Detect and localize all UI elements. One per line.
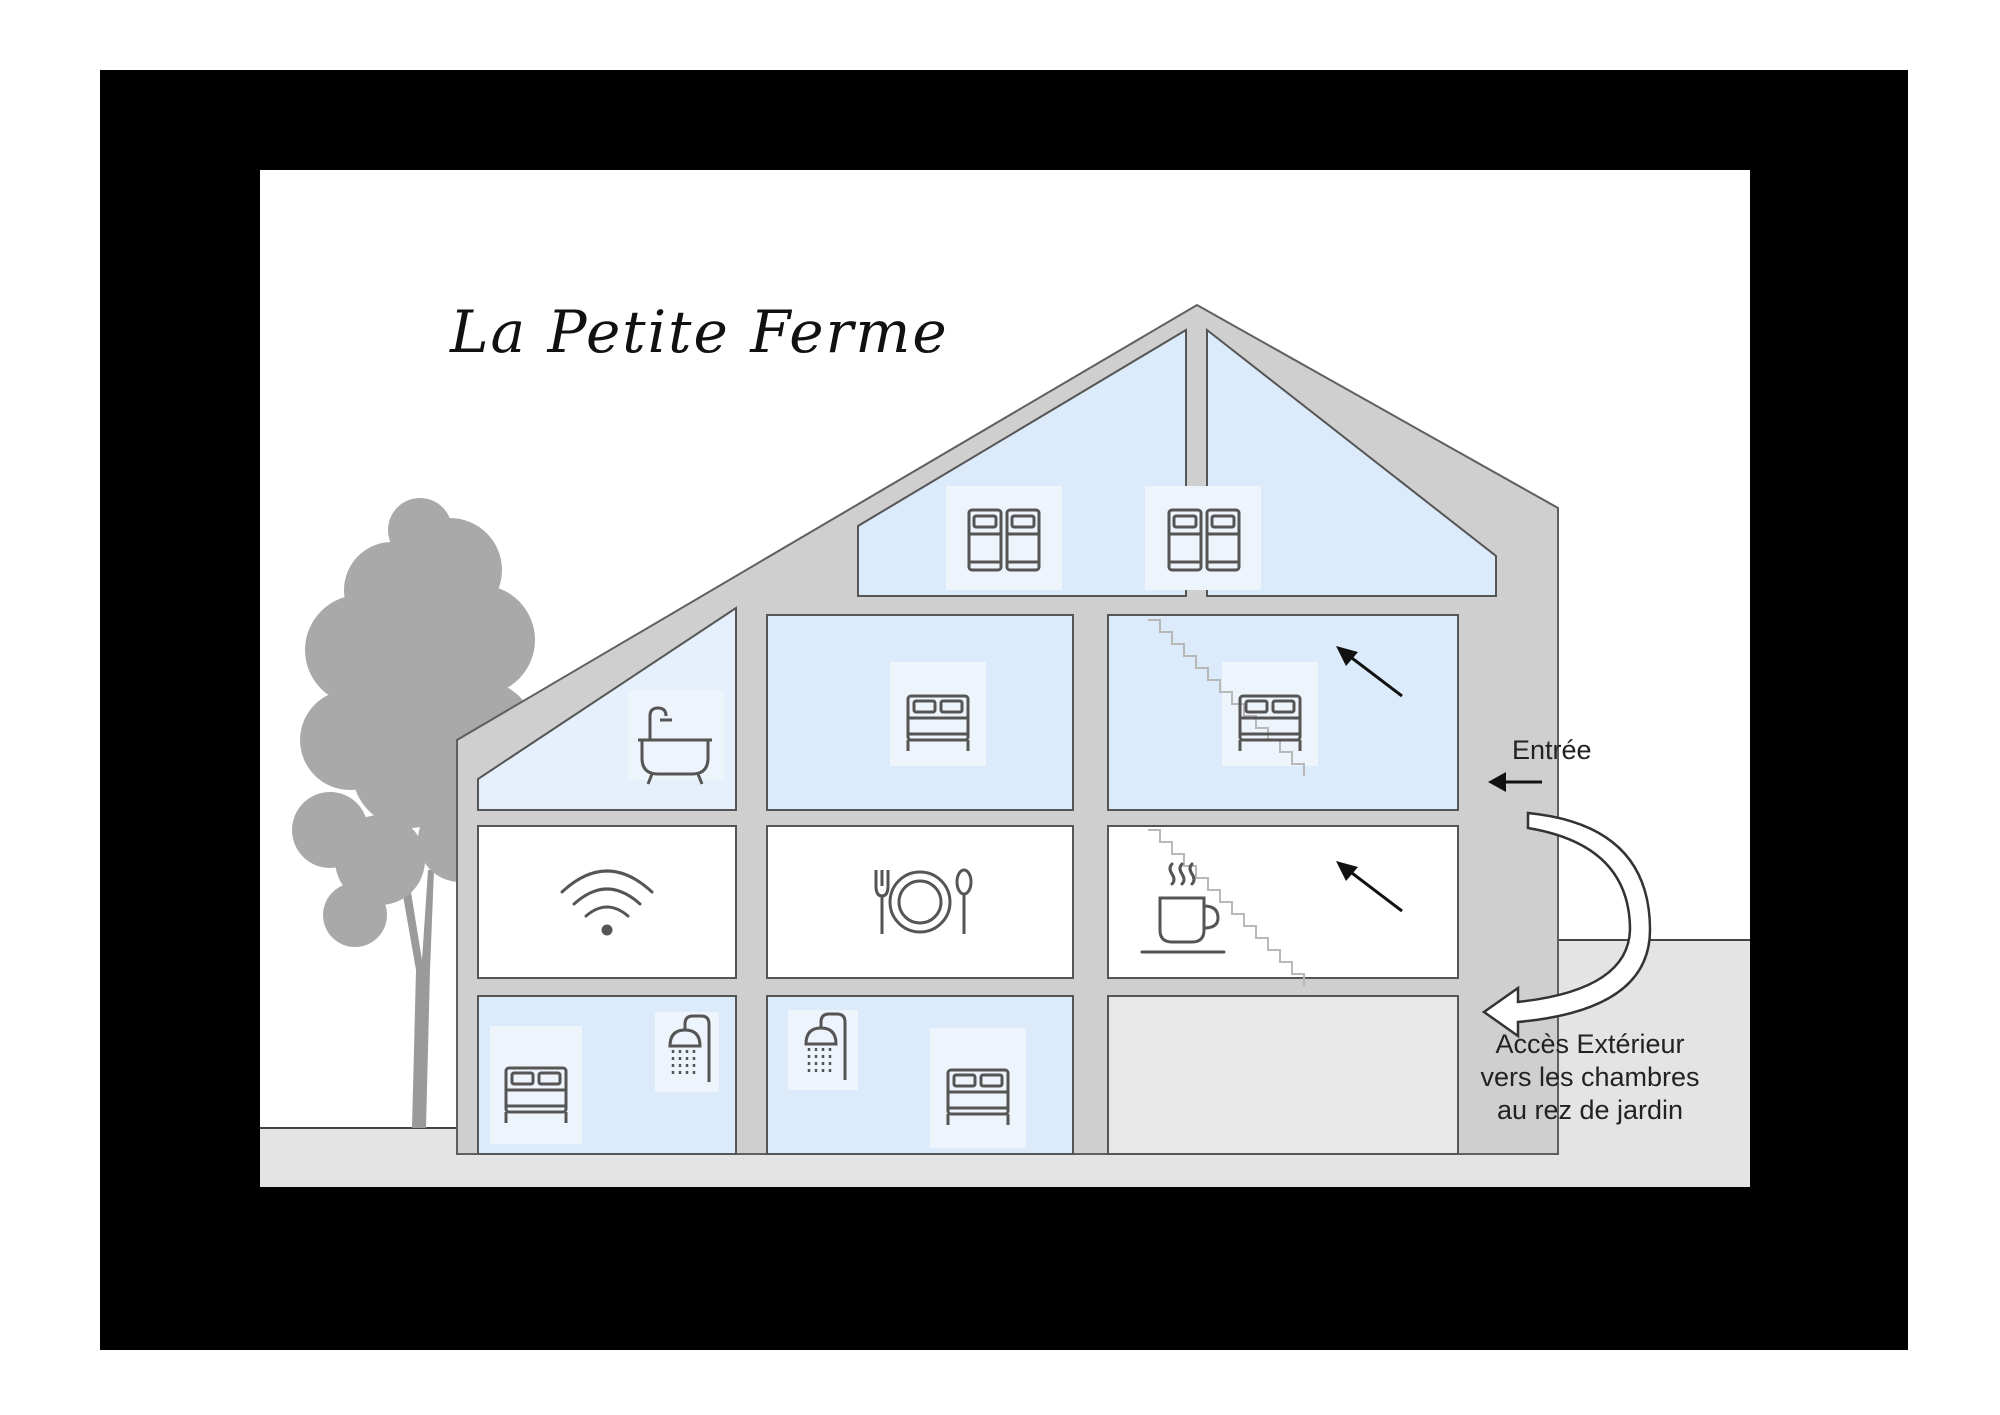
exterior-access-line: vers les chambres [1480,1062,1700,1092]
room-lounge-wifi [477,825,737,979]
wifi-icon [560,869,654,936]
coffee-cup-icon [1140,862,1226,954]
bathtub-icon [638,706,712,785]
room-garden-right [1107,995,1459,1155]
room-attic-left [857,328,1187,597]
exterior-access-label: Accès Extérieur vers les chambres au rez… [1470,1028,1710,1127]
tree-icon [292,498,535,1128]
exterior-access-line: Accès Extérieur [1495,1029,1685,1059]
entrance-label: Entrée [1512,735,1592,765]
poster: La Petite Ferme Entrée Accès Extérieur v… [260,170,1750,1187]
room-dining [766,825,1074,979]
cutlery-plate-icon [874,868,973,934]
exterior-access-arrow-icon [1481,811,1652,1039]
exterior-access-line: au rez de jardin [1496,1095,1684,1125]
black-frame: La Petite Ferme Entrée Accès Extérieur v… [100,70,1908,1350]
entrance-arrow-icon [1488,772,1542,792]
house-cross-section [260,303,1750,1187]
page-title: La Petite Ferme [450,298,949,366]
